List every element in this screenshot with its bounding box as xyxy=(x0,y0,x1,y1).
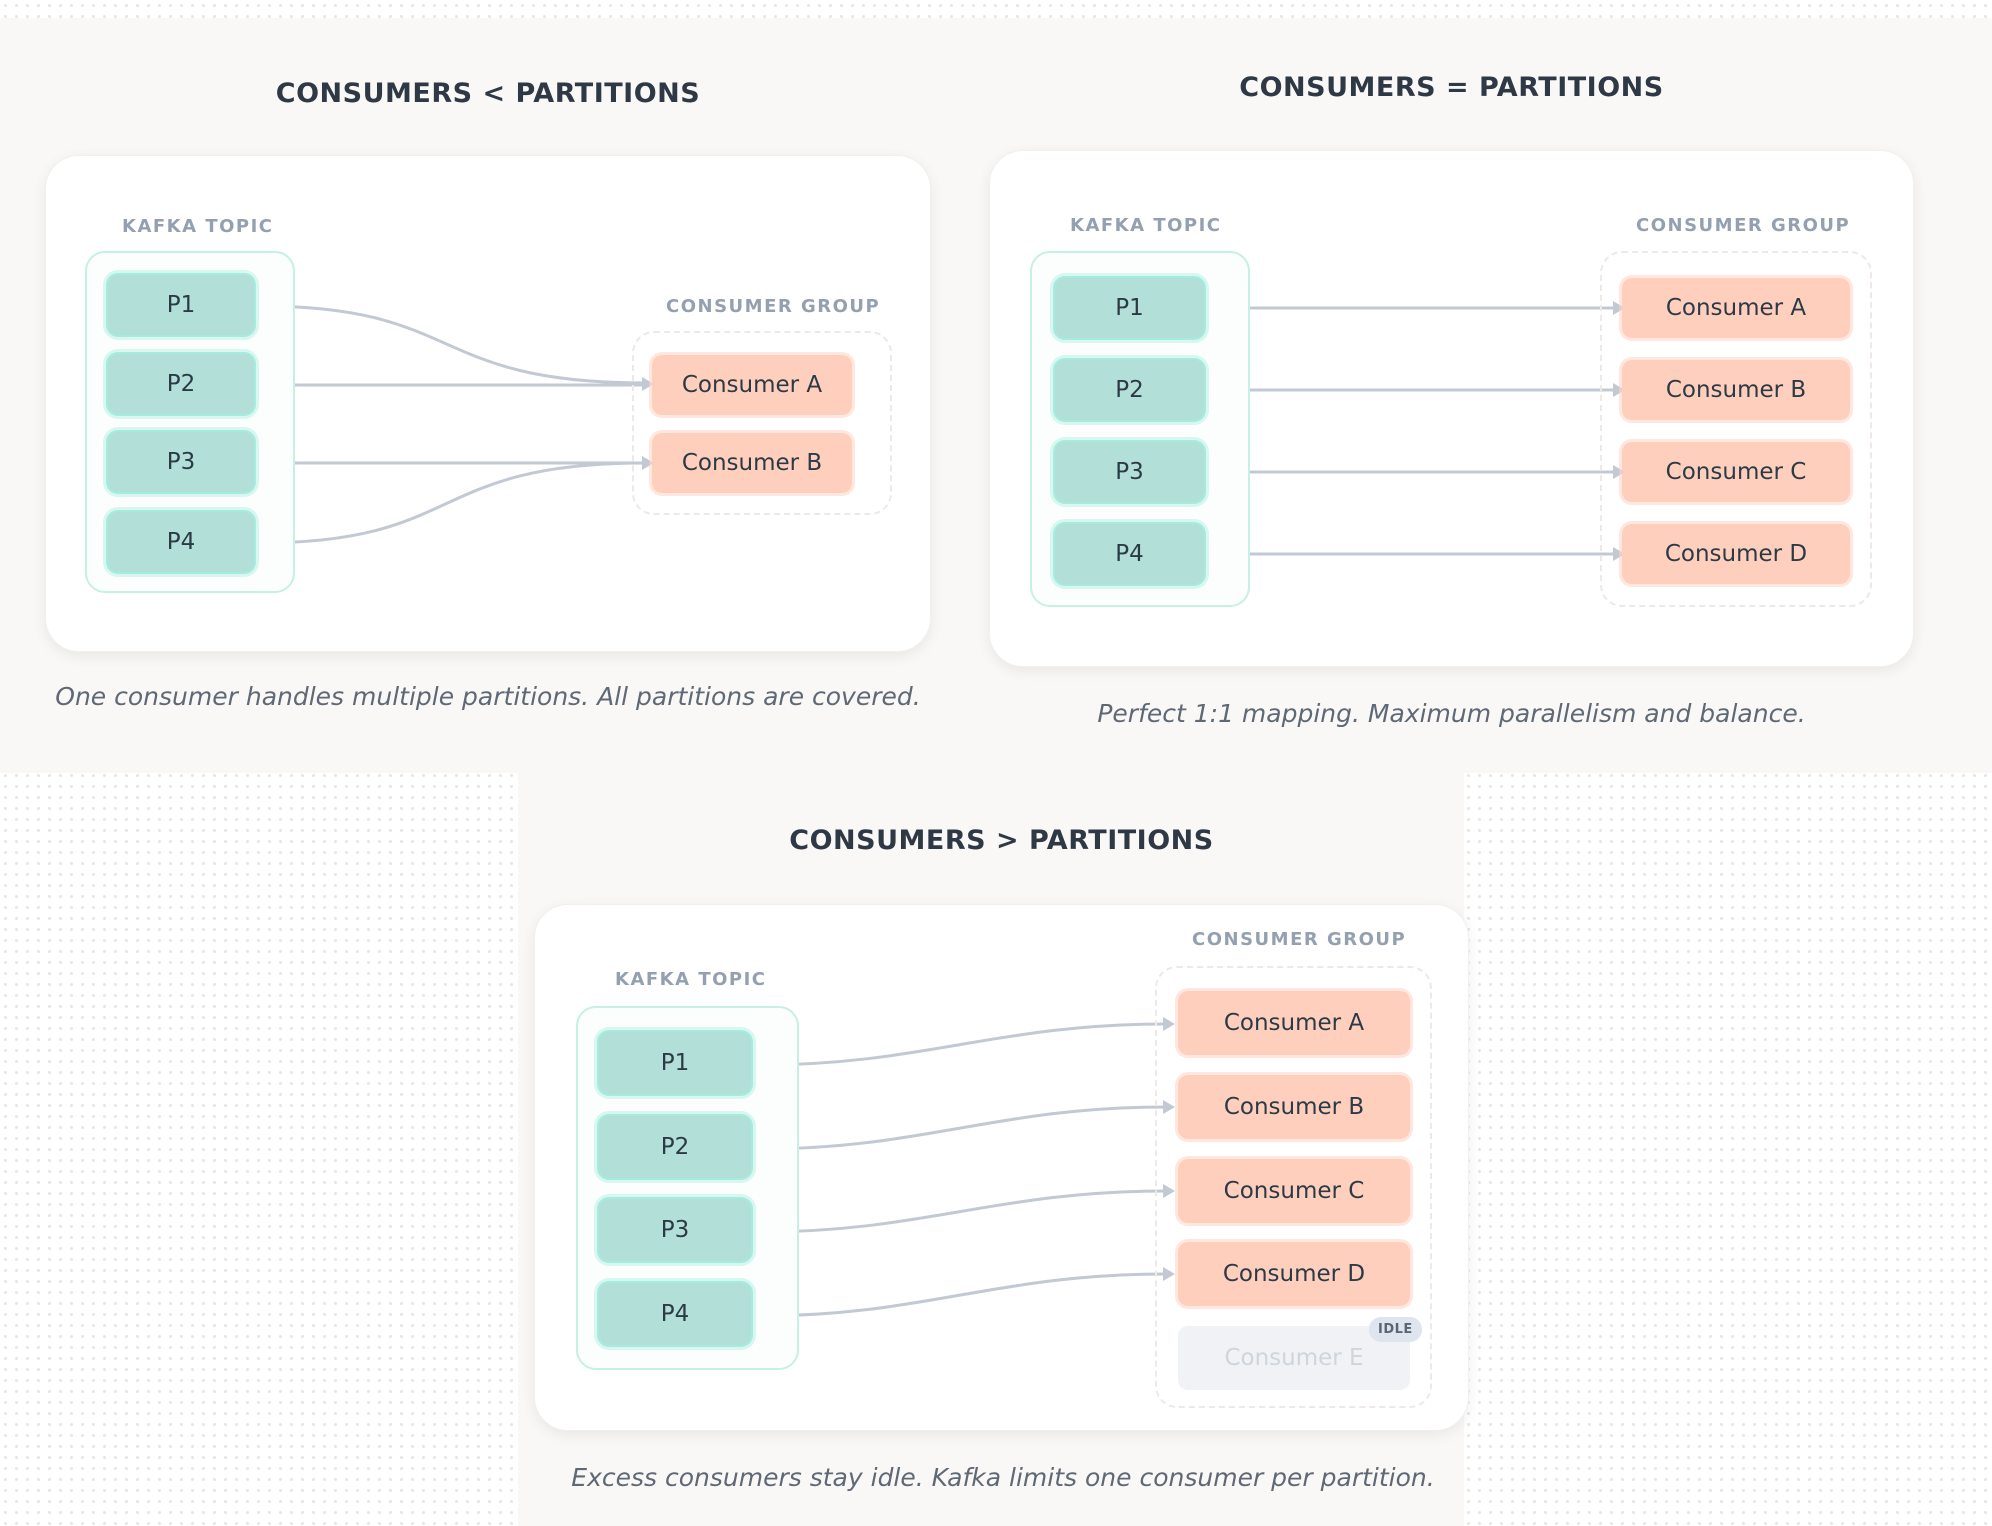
consumer-c: Consumer C xyxy=(1178,1159,1410,1223)
partition-p4: P4 xyxy=(597,1281,753,1347)
panel-more-caption: Excess consumers stay idle. Kafka limits… xyxy=(571,1463,1435,1492)
consumer-d: Consumer D xyxy=(1622,524,1850,584)
idle-badge: IDLE xyxy=(1369,1317,1422,1342)
consumer-a: Consumer A xyxy=(652,355,852,415)
arrowhead-consumer-d xyxy=(1163,1267,1175,1281)
arrowhead-consumer-a xyxy=(1613,301,1625,315)
consumer-b: Consumer B xyxy=(1178,1075,1410,1139)
partition-p2: P2 xyxy=(106,352,256,416)
consumer-d: Consumer D xyxy=(1178,1242,1410,1306)
panel-equal-connectors xyxy=(1207,301,1625,561)
kafka-topic-label: KAFKA TOPIC xyxy=(615,969,767,990)
arrowhead-consumer-b xyxy=(642,456,654,470)
panel-more-title: CONSUMERS > PARTITIONS xyxy=(789,825,1214,856)
consumer-group-label: CONSUMER GROUP xyxy=(1636,215,1851,236)
panel-less-title: CONSUMERS < PARTITIONS xyxy=(275,78,701,109)
partition-p3: P3 xyxy=(1053,440,1206,504)
partition-p4: P4 xyxy=(1053,522,1206,586)
consumer-b: Consumer B xyxy=(1622,360,1850,420)
consumer-group-label: CONSUMER GROUP xyxy=(1192,929,1407,950)
arrowhead-consumer-a xyxy=(1163,1017,1175,1031)
panel-more-card: KAFKA TOPIC P1 P2 P3 P4 CONSUMER GROUP C… xyxy=(534,904,1469,1431)
partition-p2: P2 xyxy=(1053,358,1206,422)
consumer-a: Consumer A xyxy=(1178,991,1410,1055)
panel-less-caption: One consumer handles multiple partitions… xyxy=(55,682,921,711)
partition-p3: P3 xyxy=(106,430,256,494)
kafka-topic-label: KAFKA TOPIC xyxy=(122,216,274,237)
partition-p4: P4 xyxy=(106,510,256,574)
arrowhead-consumer-b xyxy=(1163,1100,1175,1114)
partition-p1: P1 xyxy=(597,1030,753,1096)
panel-equal-card: KAFKA TOPIC P1 P2 P3 P4 CONSUMER GROUP C… xyxy=(989,150,1914,667)
arrowhead-consumer-c xyxy=(1613,465,1625,479)
consumer-a: Consumer A xyxy=(1622,278,1850,338)
arrowhead-consumer-a xyxy=(642,377,654,391)
kafka-topic-label: KAFKA TOPIC xyxy=(1070,215,1222,236)
arrowhead-consumer-b xyxy=(1613,383,1625,397)
consumer-c: Consumer C xyxy=(1622,442,1850,502)
partition-p1: P1 xyxy=(1053,276,1206,340)
connector-p3-consumer-c xyxy=(757,1189,1169,1234)
panel-less-card: KAFKA TOPIC P1 P2 P3 P4 CONSUMER GROUP C… xyxy=(45,155,931,652)
panel-equal-title: CONSUMERS = PARTITIONS xyxy=(1239,72,1664,103)
consumer-group-label: CONSUMER GROUP xyxy=(666,296,881,317)
connector-p1-consumer-a xyxy=(257,304,648,385)
arrowhead-consumer-d xyxy=(1613,547,1625,561)
consumer-group-container xyxy=(1600,251,1872,607)
consumer-b: Consumer B xyxy=(652,433,852,493)
connector-p4-consumer-b xyxy=(257,461,648,545)
partition-p3: P3 xyxy=(597,1197,753,1263)
connector-p2-consumer-b xyxy=(757,1105,1169,1151)
connector-p1-consumer-a xyxy=(757,1022,1169,1067)
panel-equal-caption: Perfect 1:1 mapping. Maximum parallelism… xyxy=(1097,699,1806,728)
connector-p4-consumer-d xyxy=(757,1272,1169,1318)
partition-p1: P1 xyxy=(106,273,256,337)
partition-p2: P2 xyxy=(597,1114,753,1180)
consumer-group-container xyxy=(632,331,892,515)
arrowhead-consumer-c xyxy=(1163,1184,1175,1198)
consumer-group-container xyxy=(1155,966,1432,1408)
